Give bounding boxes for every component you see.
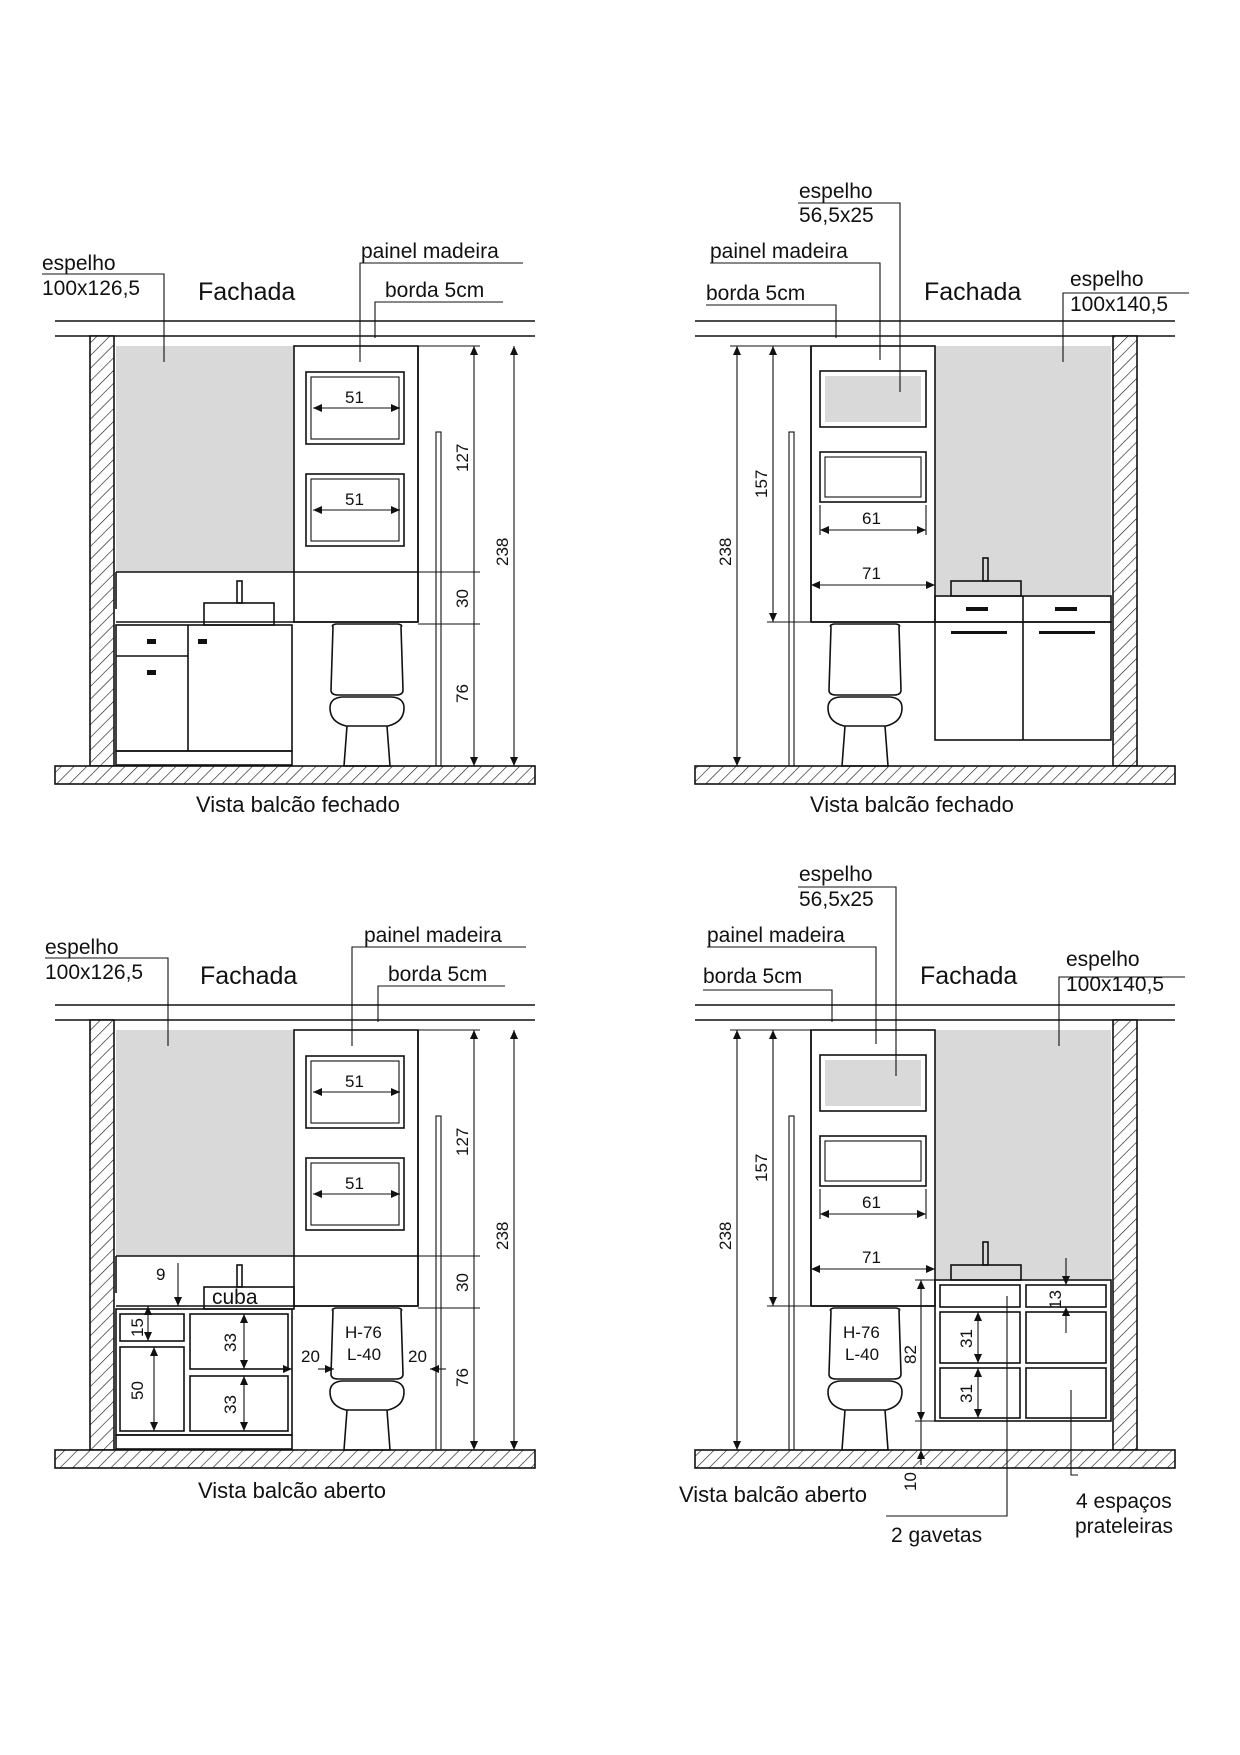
- dim-panel-height: 127: [453, 1128, 472, 1156]
- label-toilet-h: H-76: [843, 1323, 880, 1342]
- dim-10: 10: [901, 1472, 920, 1491]
- mirror-small: [819, 370, 927, 428]
- dim-counter: 76: [453, 1368, 472, 1387]
- dim-31: 31: [957, 1329, 976, 1348]
- faucet: [236, 1264, 243, 1288]
- label-painel: painel madeira: [707, 924, 845, 947]
- caption: Vista balcão fechado: [810, 792, 1014, 817]
- dim-wall-height: 238: [493, 538, 512, 566]
- dim-9: 9: [156, 1265, 165, 1284]
- dim-panel-width: 71: [862, 564, 881, 583]
- mirror-large: [116, 346, 294, 572]
- toilet: [827, 1307, 903, 1451]
- toilet: [329, 1307, 405, 1451]
- dim-wall-height: 238: [716, 1222, 735, 1250]
- label-toilet-l: L-40: [347, 1345, 381, 1364]
- label-mirror-size: 100x140,5: [1066, 973, 1164, 996]
- dim-mirror-width: 61: [862, 509, 881, 528]
- dim-82: 82: [901, 1345, 920, 1364]
- title-facade: Fachada: [200, 962, 297, 990]
- faucet: [982, 557, 989, 582]
- dim-niche-width: 51: [345, 490, 364, 509]
- vanity-cabinet: [934, 621, 1112, 741]
- caption: Vista balcão fechado: [196, 792, 400, 817]
- label-borda: borda 5cm: [388, 963, 487, 986]
- toilet: [827, 623, 903, 767]
- caption: Vista balcão aberto: [198, 1478, 386, 1503]
- dim-20: 20: [408, 1347, 427, 1366]
- label-small-mirror-size: 56,5x25: [799, 204, 874, 227]
- vertical-bar: [435, 431, 442, 767]
- dim-panel-height: 127: [453, 444, 472, 472]
- label-cuba: cuba: [212, 1286, 258, 1309]
- faucet: [236, 580, 243, 604]
- dim-panel-width: 71: [862, 1248, 881, 1267]
- dim-panel-height: 157: [752, 470, 771, 498]
- dim-wall-height: 238: [493, 1222, 512, 1250]
- dim-niche-width: 51: [345, 388, 364, 407]
- niche: [819, 1135, 927, 1187]
- label-toilet-l: L-40: [845, 1345, 879, 1364]
- faucet: [982, 1241, 989, 1266]
- dim-niche-width: 51: [345, 1072, 364, 1091]
- dim-13: 13: [1046, 1290, 1065, 1309]
- dim-31: 31: [957, 1384, 976, 1403]
- label-prateleiras: prateleiras: [1075, 1515, 1173, 1538]
- label-espelho: espelho: [799, 863, 873, 886]
- mirror-small: [819, 1054, 927, 1112]
- dim-33: 33: [221, 1395, 240, 1414]
- mirror-large: [116, 1030, 294, 1256]
- dim-niche-width: 51: [345, 1174, 364, 1193]
- label-painel: painel madeira: [710, 240, 848, 263]
- title-facade: Fachada: [920, 962, 1017, 990]
- label-gavetas: 2 gavetas: [891, 1524, 982, 1547]
- dim-counter: 76: [453, 684, 472, 703]
- dim-panel-height: 157: [752, 1154, 771, 1182]
- label-espelho: espelho: [1066, 948, 1140, 971]
- vertical-bar: [435, 1115, 442, 1451]
- label-painel: painel madeira: [364, 924, 502, 947]
- dim-mirror-width: 61: [862, 1193, 881, 1212]
- caption: Vista balcão aberto: [679, 1482, 867, 1507]
- label-mirror-size: 100x140,5: [1070, 293, 1168, 316]
- dim-gap: 30: [453, 589, 472, 608]
- label-toilet-h: H-76: [345, 1323, 382, 1342]
- niche-lower: [305, 473, 405, 547]
- mirror-large: [935, 346, 1111, 595]
- label-small-mirror-size: 56,5x25: [799, 888, 874, 911]
- label-mirror-size: 100x126,5: [42, 277, 140, 300]
- niche-upper: [305, 1055, 405, 1129]
- dim-gap: 30: [453, 1273, 472, 1292]
- mirror-large: [935, 1030, 1111, 1279]
- panel-top-left-closed: [42, 262, 536, 785]
- label-espacos: 4 espaços: [1076, 1490, 1172, 1513]
- niche: [819, 451, 927, 503]
- vertical-bar: [788, 1115, 795, 1451]
- niche-upper: [305, 371, 405, 445]
- title-facade: Fachada: [924, 278, 1021, 306]
- vertical-bar: [788, 431, 795, 767]
- panel-top-right-closed: [694, 202, 1189, 785]
- label-espelho: espelho: [42, 252, 116, 275]
- dim-wall-height: 238: [716, 538, 735, 566]
- label-borda: borda 5cm: [703, 965, 802, 988]
- dim-50: 50: [128, 1381, 147, 1400]
- label-mirror-size: 100x126,5: [45, 961, 143, 984]
- label-painel: painel madeira: [361, 240, 499, 263]
- dim-33: 33: [221, 1333, 240, 1352]
- label-espelho: espelho: [1070, 268, 1144, 291]
- panel-bottom-left-open: [45, 946, 536, 1469]
- niche-lower: [305, 1157, 405, 1231]
- label-espelho: espelho: [799, 180, 873, 203]
- label-borda: borda 5cm: [385, 279, 484, 302]
- dim-20: 20: [301, 1347, 320, 1366]
- dim-15: 15: [128, 1318, 147, 1337]
- label-espelho: espelho: [45, 936, 119, 959]
- panel-bottom-right-open: [694, 886, 1185, 1517]
- vanity-cabinet-open: [934, 1279, 1112, 1422]
- toilet: [329, 623, 405, 767]
- title-facade: Fachada: [198, 278, 295, 306]
- label-borda: borda 5cm: [706, 282, 805, 305]
